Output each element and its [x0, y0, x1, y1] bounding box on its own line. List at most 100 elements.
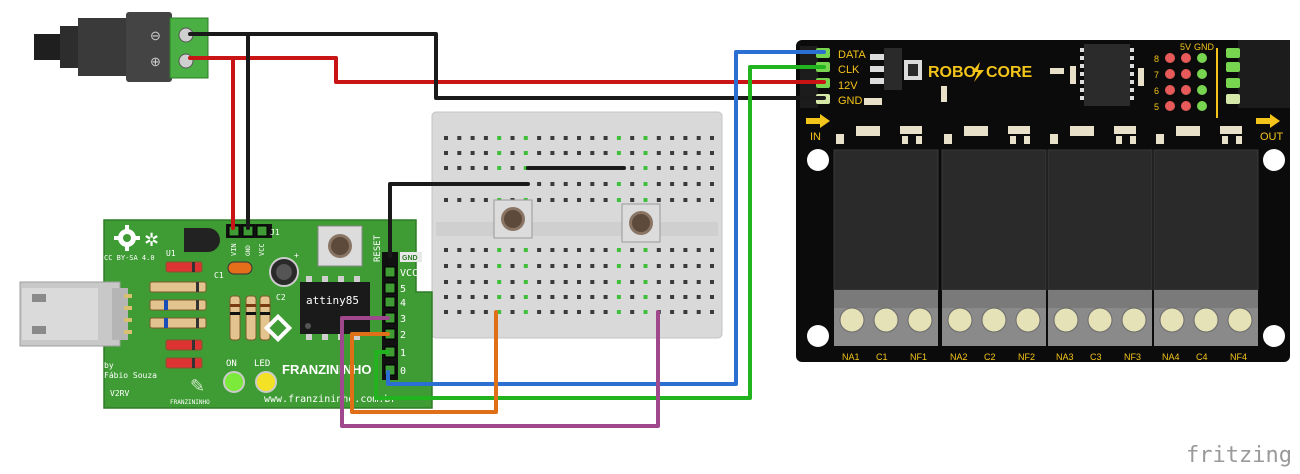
breadboard-hole: [696, 310, 701, 314]
breadboard-hole: [497, 310, 502, 314]
resistor: [229, 295, 241, 341]
wire-green-clk: [374, 65, 826, 400]
pin-label-clk: CLK: [838, 64, 860, 76]
breadboard-hole: [563, 280, 568, 284]
author-by: by: [104, 361, 114, 370]
terminal-screw: [1193, 307, 1219, 333]
breadboard-hole: [643, 136, 648, 140]
version-label: V2RV: [110, 389, 129, 398]
breadboard-hole: [710, 182, 714, 186]
breadboard-hole: [710, 248, 714, 252]
breadboard-hole: [656, 166, 661, 170]
user-led: [255, 371, 277, 393]
breadboard-hole: [616, 248, 621, 252]
breadboard-hole: [603, 182, 608, 186]
breadboard-hole: [670, 248, 675, 252]
breadboard-hole: [497, 151, 502, 155]
breadboard-hole: [470, 151, 475, 155]
breadboard-hole: [670, 198, 675, 202]
breadboard-hole: [670, 310, 675, 314]
breadboard-hole: [603, 310, 608, 314]
push-button-2[interactable]: [621, 203, 661, 243]
terminal-label: NF2: [1018, 352, 1035, 362]
wire-orange-button1: [350, 310, 498, 414]
breadboard-hole: [656, 264, 661, 268]
breadboard-hole: [457, 198, 462, 202]
breadboard-hole: [656, 151, 661, 155]
breadboard-hole: [444, 136, 448, 140]
breadboard-hole: [470, 264, 475, 268]
breadboard-hole: [710, 280, 714, 284]
terminal-label: NF1: [910, 352, 927, 362]
breadboard-hole: [630, 151, 635, 155]
voltage-regulator: [870, 48, 922, 90]
breadboard-hole: [590, 151, 595, 155]
breadboard-hole: [457, 310, 462, 314]
breadboard-hole: [643, 295, 648, 299]
breadboard-hole: [563, 310, 568, 314]
push-button-1[interactable]: [493, 199, 533, 239]
breadboard-hole: [537, 295, 542, 299]
breadboard-hole: [696, 264, 701, 268]
jack-plus-symbol: ⊕: [150, 54, 161, 69]
relay-4: [1153, 149, 1259, 291]
breadboard-hole: [523, 280, 528, 284]
breadboard-hole: [537, 198, 542, 202]
breadboard-hole: [616, 295, 621, 299]
breadboard-hole: [603, 136, 608, 140]
breadboard: [431, 111, 723, 339]
mounting-hole: [1263, 325, 1285, 347]
breadboard-hole: [683, 136, 688, 140]
lightning-icon: [972, 62, 984, 82]
on-led: [223, 371, 245, 393]
mounting-hole: [807, 149, 829, 171]
gpio-label: 2: [400, 330, 406, 341]
mounting-hole: [1263, 149, 1285, 171]
breadboard-hole: [483, 136, 488, 140]
gpio-label: VCC: [400, 268, 418, 279]
pin-label-vcc-j1: VCC: [258, 243, 266, 256]
pin-label-gnd: GND: [838, 95, 863, 107]
gpio-pin: [384, 296, 396, 308]
terminal-label: C1: [876, 352, 888, 362]
header-pin: [1181, 101, 1191, 111]
franzininho-small-name: FRANZININHO: [170, 399, 210, 406]
breadboard-hole: [444, 198, 448, 202]
breadboard-hole: [483, 198, 488, 202]
breadboard-hole: [616, 182, 621, 186]
pin-label-gnd-j1: GND: [245, 245, 252, 256]
breadboard-hole: [563, 136, 568, 140]
breadboard-hole: [550, 248, 555, 252]
breadboard-hole: [470, 248, 475, 252]
breadboard-hole: [497, 136, 502, 140]
breadboard-hole: [616, 280, 621, 284]
breadboard-hole: [457, 264, 462, 268]
driver-transistor: [1070, 126, 1094, 136]
breadboard-hole: [630, 136, 635, 140]
smd-resistor: [1156, 134, 1164, 144]
relay-board: DATA CLK 12V GND ROBO CORE: [796, 40, 1290, 362]
breadboard-hole: [457, 280, 462, 284]
reset-button[interactable]: [317, 225, 363, 267]
u1-label: U1: [166, 249, 176, 258]
terminal-label: C4: [1196, 352, 1208, 362]
terminal-screw: [1159, 307, 1185, 333]
breadboard-hole: [537, 280, 542, 284]
breadboard-hole: [537, 136, 542, 140]
gpio-pin: [384, 282, 396, 294]
breadboard-hole: [696, 295, 701, 299]
breadboard-hole: [590, 182, 595, 186]
relay-3: [1047, 149, 1153, 291]
gear-icon: [114, 225, 140, 251]
passive-component: [165, 261, 203, 273]
driver-transistor: [856, 126, 880, 136]
breadboard-hole: [670, 166, 675, 170]
breadboard-hole: [510, 310, 515, 314]
terminal-label: C3: [1090, 352, 1102, 362]
breadboard-hole: [630, 248, 635, 252]
breadboard-hole: [470, 280, 475, 284]
header-pin: [1165, 53, 1175, 63]
terminal-screw: [1087, 307, 1113, 333]
c1-capacitor: [227, 261, 253, 275]
